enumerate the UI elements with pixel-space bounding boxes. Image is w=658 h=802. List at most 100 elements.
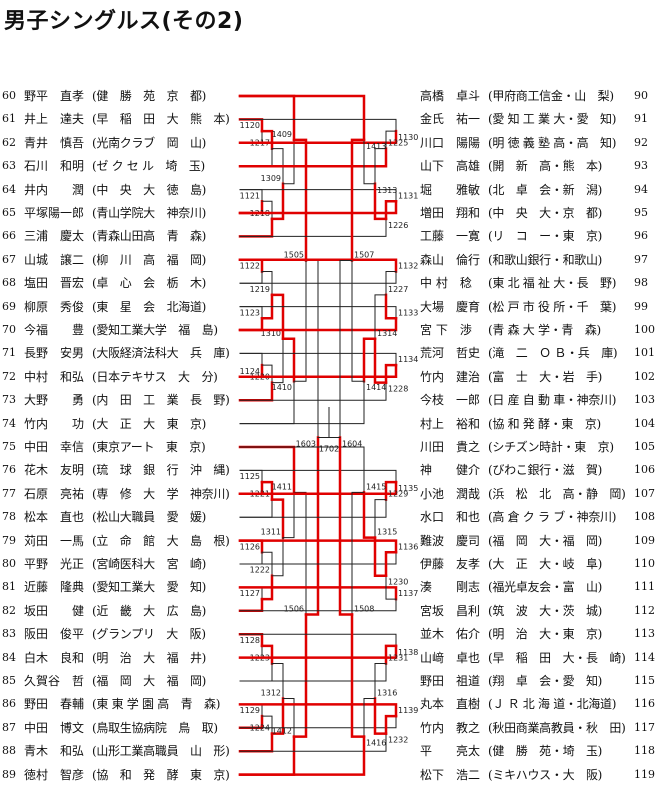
- seed-number: 82: [2, 603, 16, 617]
- bracket-line: [351, 491, 365, 615]
- bracket-line: [239, 189, 397, 202]
- bracket-line: [239, 382, 387, 401]
- player-name: 野平 直孝: [24, 89, 85, 103]
- bracket-line: [239, 306, 397, 319]
- player-affiliation: (ゼ ク セ ル 埼 玉): [92, 159, 205, 174]
- right-player-row: 松下 浩二(ミキハウス・大 阪)119: [420, 767, 656, 783]
- seed-number: 89: [2, 767, 16, 781]
- bracket-line: [238, 597, 264, 613]
- bracket-line: [238, 258, 398, 273]
- bracket-line: [238, 129, 398, 145]
- right-player-row: 湊 剛志(福光卓友会・富 山)111: [420, 579, 656, 595]
- seed-number: 63: [2, 159, 16, 173]
- seed-number: 90: [634, 89, 648, 102]
- player-affiliation: (卓 心 会 栃 木): [92, 276, 207, 291]
- player-name: 阪田 俊平: [24, 627, 85, 642]
- seed-number: 102: [634, 369, 655, 383]
- player-affiliation: (立 命 館 大 島 根): [92, 533, 230, 548]
- match-number: 1312: [261, 689, 281, 698]
- player-affiliation: (健 勝 苑 京 都): [92, 89, 207, 103]
- match-number: 1227: [388, 285, 408, 294]
- player-affiliation: (愛知工業大 愛 知): [92, 580, 207, 595]
- bracket-line: [238, 363, 398, 379]
- player-name: 井上 達夫: [24, 112, 85, 127]
- match-number: 1130: [398, 133, 418, 142]
- seed-number: 67: [2, 252, 16, 266]
- seed-number: 64: [2, 182, 16, 196]
- match-number: 1123: [240, 308, 260, 317]
- right-player-row: 山﨑 卓也(早 稲 田 大・長 崎)114: [420, 650, 656, 666]
- match-number: 1314: [377, 329, 397, 338]
- bracket-line: [363, 698, 376, 738]
- seed-number: 92: [634, 135, 648, 149]
- bracket-line: [384, 714, 398, 735]
- player-affiliation: (日 産 自 動 車・神奈川): [488, 393, 617, 408]
- match-number: 1409: [272, 130, 292, 139]
- seed-number: 78: [2, 510, 16, 524]
- player-name: 伊藤 友孝: [420, 557, 481, 571]
- bracket-line: [282, 698, 295, 738]
- bracket-line: [261, 271, 273, 296]
- player-affiliation: (福光卓友会・富 山): [488, 580, 603, 595]
- bracket-line: [282, 491, 295, 539]
- seed-number: 72: [2, 369, 16, 383]
- bracket-line: [239, 633, 397, 647]
- player-affiliation: (翔 卓 会・愛 知): [488, 674, 603, 688]
- player-name: 今福 豊: [24, 323, 85, 337]
- seed-number: 79: [2, 533, 16, 547]
- match-number: 1125: [240, 472, 260, 481]
- right-player-row: 増田 翔和(中 央 大・京 都)95: [420, 205, 656, 221]
- bracket-line: [373, 182, 388, 221]
- bracket-line: [282, 139, 295, 185]
- bracket-line: [239, 598, 397, 612]
- right-player-row: 野田 祖道(翔 卓 会・愛 知)115: [420, 673, 656, 689]
- match-number: 1505: [284, 251, 304, 260]
- seed-number: 83: [2, 627, 16, 641]
- seed-number: 119: [634, 767, 655, 781]
- bracket-line: [385, 130, 397, 150]
- player-affiliation: (早 稲 田 大・長 崎): [488, 650, 626, 665]
- match-number: 1313: [377, 186, 397, 195]
- bracket-line: [239, 352, 397, 366]
- player-affiliation: (山形工業高職員 山 形): [92, 744, 230, 759]
- bracket-line: [363, 139, 376, 185]
- bracket-line: [239, 271, 263, 284]
- player-affiliation: (東 北 福 祉 大・長 野): [488, 276, 617, 291]
- match-number: 1138: [398, 648, 418, 657]
- player-name: 堀 雅敏: [420, 182, 481, 197]
- player-name: 近藤 隆典: [24, 580, 85, 595]
- match-number: 1127: [240, 589, 260, 598]
- bracket-line: [239, 352, 263, 366]
- player-affiliation: (富 士 大・岩 手): [488, 369, 603, 384]
- player-affiliation: (大 正 大・岐 阜): [488, 557, 603, 571]
- bracket-line: [270, 293, 285, 341]
- match-number: 1315: [377, 528, 397, 537]
- right-player-row: 荒河 哲史(滝 二 Ｏ Ｂ・兵 庫)101: [420, 345, 656, 361]
- seed-number: 84: [2, 650, 16, 664]
- player-affiliation: (専 修 大 学 神奈川): [92, 486, 230, 501]
- bracket-line: [304, 436, 320, 616]
- bracket-line: [373, 337, 388, 384]
- right-player-row: 竹内 建治(富 士 大・岩 手)102: [420, 369, 656, 385]
- seed-number: 94: [634, 182, 648, 196]
- player-name: 神 健介: [420, 463, 481, 478]
- bracket-line: [239, 551, 263, 565]
- bracket-line: [238, 703, 398, 718]
- match-number: 1129: [240, 706, 260, 715]
- player-name: 森山 倫行: [420, 252, 481, 267]
- match-number: 1226: [388, 221, 408, 230]
- player-name: 川口 陽陽: [420, 135, 481, 150]
- seed-number: 93: [634, 159, 648, 173]
- player-name: 大場 慶育: [420, 299, 481, 314]
- right-player-row: 宮坂 昌利(筑 波 大・茨 城)112: [420, 603, 656, 619]
